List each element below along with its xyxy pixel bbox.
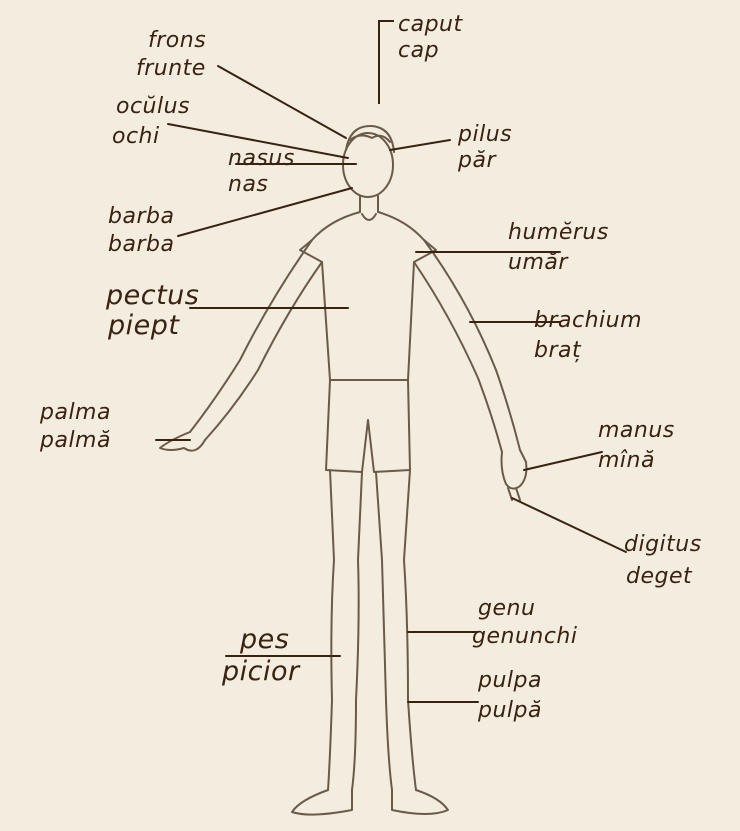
leader-pilus xyxy=(390,140,450,150)
label-genu: genu xyxy=(478,598,535,620)
figure-neck xyxy=(360,196,378,212)
label-cap: cap xyxy=(398,40,439,62)
figure-shorts xyxy=(326,380,410,472)
figure-torso xyxy=(300,212,436,380)
figure-foot-right xyxy=(392,790,448,814)
label-deget: deget xyxy=(626,566,692,588)
figure-foot-left xyxy=(292,790,352,815)
label-pes: pes xyxy=(240,626,289,653)
figure-leg-right xyxy=(376,472,392,790)
label-mina: mînă xyxy=(598,450,655,472)
label-nas: nas xyxy=(228,174,268,196)
label-manus: manus xyxy=(598,420,675,442)
figure-arm-right xyxy=(424,240,520,450)
leader-manus xyxy=(524,452,602,470)
label-frons: frons xyxy=(148,30,206,52)
label-umar: umăr xyxy=(508,252,568,274)
figure-hand-left xyxy=(160,432,205,451)
figure-leg-left xyxy=(328,470,334,790)
label-palma-ro: palmă xyxy=(40,430,111,452)
label-brat: braț xyxy=(534,340,581,362)
label-piept: piept xyxy=(108,312,179,339)
label-brachium: brachium xyxy=(534,310,642,332)
label-pulpa-la: pulpa xyxy=(478,670,542,692)
label-pilus: pilus xyxy=(458,124,512,146)
leader-frons xyxy=(218,66,346,138)
label-nasus: nasus xyxy=(228,148,295,170)
label-ochi: ochi xyxy=(112,126,160,148)
figure-arm-left xyxy=(190,240,312,432)
label-par: păr xyxy=(458,150,496,172)
label-picior: picior xyxy=(222,658,300,685)
human-figure xyxy=(160,126,526,815)
leader-digitus xyxy=(512,498,626,552)
label-barba-ro: barba xyxy=(108,234,174,256)
label-palma-la: palma xyxy=(40,402,111,424)
label-humerus: humĕrus xyxy=(508,222,609,244)
label-digitus: digitus xyxy=(624,534,702,556)
caput-bracket xyxy=(378,20,394,104)
label-genunchi: genunchi xyxy=(472,626,577,648)
label-barba-la: barba xyxy=(108,206,174,228)
label-frunte: frunte xyxy=(136,58,206,80)
figure-hand-right xyxy=(502,450,527,489)
leader-lines xyxy=(156,66,626,702)
label-caput: caput xyxy=(398,14,463,36)
label-pectus: pectus xyxy=(106,282,199,309)
label-pulpa-ro: pulpă xyxy=(478,700,542,722)
label-oculus: ocŭlus xyxy=(116,96,190,118)
